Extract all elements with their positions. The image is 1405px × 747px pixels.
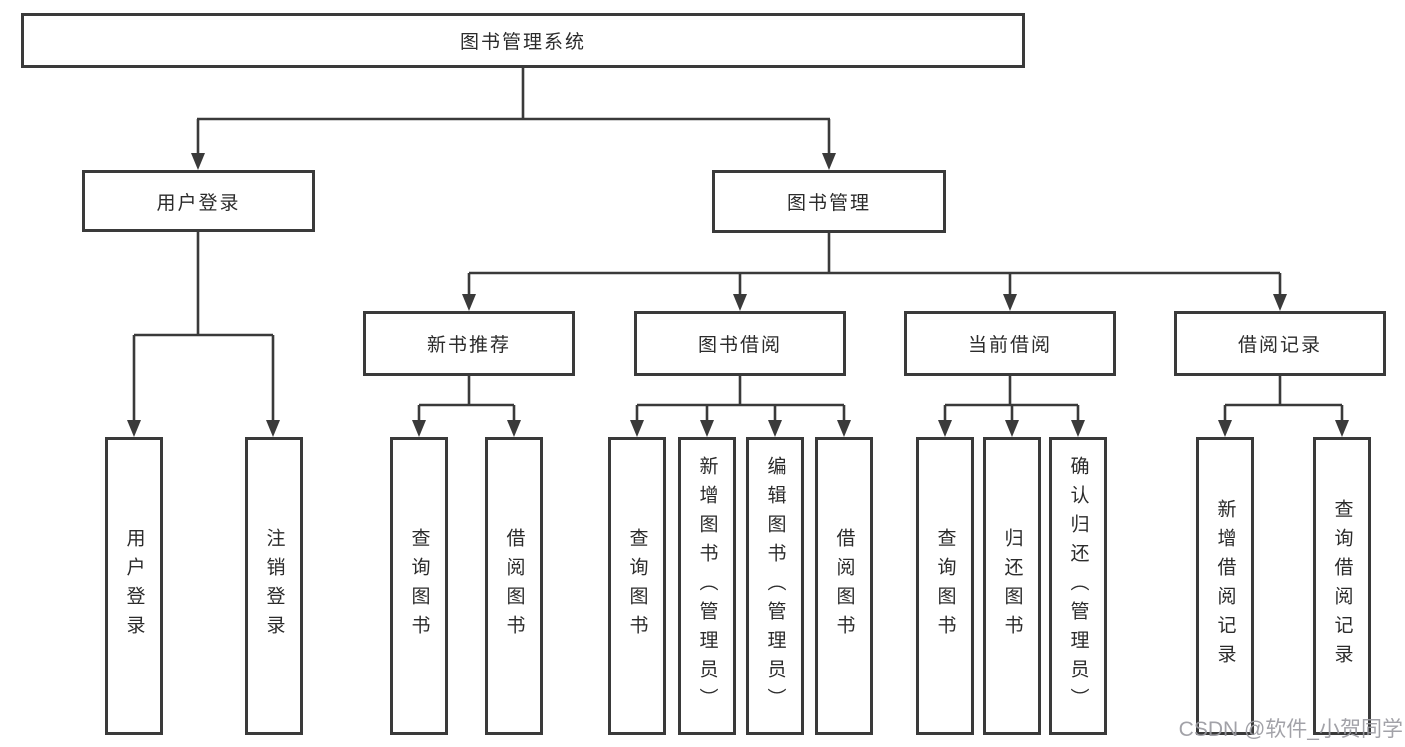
leaf-query-books: 查询图书: [390, 437, 448, 735]
leaf-user-login: 用户登录: [105, 437, 163, 735]
node-label: 当前借阅: [967, 335, 1052, 356]
node-new-book-recommendation: 新书推荐: [363, 311, 575, 376]
node-current-borrowing: 当前借阅: [904, 311, 1116, 376]
node-library-management-system: 图书管理系统: [21, 13, 1025, 68]
leaf-label: 查询图书: [934, 528, 956, 644]
node-borrowing-records: 借阅记录: [1174, 311, 1386, 376]
leaf-label: 查询图书: [626, 528, 648, 644]
leaf-query-borrow-record: 查询借阅记录: [1313, 437, 1371, 735]
leaf-label: 新增图书（管理员）: [696, 455, 718, 717]
leaf-confirm-return-admin: 确认归还（管理员）: [1049, 437, 1107, 735]
leaf-return-books: 归还图书: [983, 437, 1041, 735]
node-label: 新书推荐: [426, 335, 511, 356]
leaf-logout: 注销登录: [245, 437, 303, 735]
leaf-borrow-books: 借阅图书: [815, 437, 873, 735]
node-user-login: 用户登录: [82, 170, 315, 232]
node-book-management: 图书管理: [712, 170, 946, 233]
leaf-borrow-books: 借阅图书: [485, 437, 543, 735]
node-label: 图书借阅: [697, 335, 782, 356]
leaf-label: 查询图书: [408, 528, 430, 644]
node-label: 图书管理: [786, 193, 871, 214]
leaf-label: 查询借阅记录: [1331, 499, 1353, 673]
leaf-label: 新增借阅记录: [1214, 499, 1236, 673]
node-label: 借阅记录: [1237, 335, 1322, 356]
leaf-label: 编辑图书（管理员）: [764, 455, 786, 717]
leaf-label: 借阅图书: [833, 528, 855, 644]
leaf-label: 注销登录: [263, 528, 285, 644]
csdn-watermark: CSDN @软件_小贺同学: [1178, 718, 1403, 741]
leaf-add-borrow-record: 新增借阅记录: [1196, 437, 1254, 735]
leaf-edit-book-admin: 编辑图书（管理员）: [746, 437, 804, 735]
leaf-query-books: 查询图书: [916, 437, 974, 735]
leaf-label: 借阅图书: [503, 528, 525, 644]
leaf-label: 归还图书: [1001, 528, 1023, 644]
leaf-label: 用户登录: [123, 528, 145, 644]
node-label: 用户登录: [156, 192, 241, 214]
leaf-add-book-admin: 新增图书（管理员）: [678, 437, 736, 735]
node-label: 图书管理系统: [459, 32, 586, 53]
node-book-borrowing: 图书借阅: [634, 311, 846, 376]
leaf-label: 确认归还（管理员）: [1067, 455, 1089, 717]
leaf-query-books: 查询图书: [608, 437, 666, 735]
